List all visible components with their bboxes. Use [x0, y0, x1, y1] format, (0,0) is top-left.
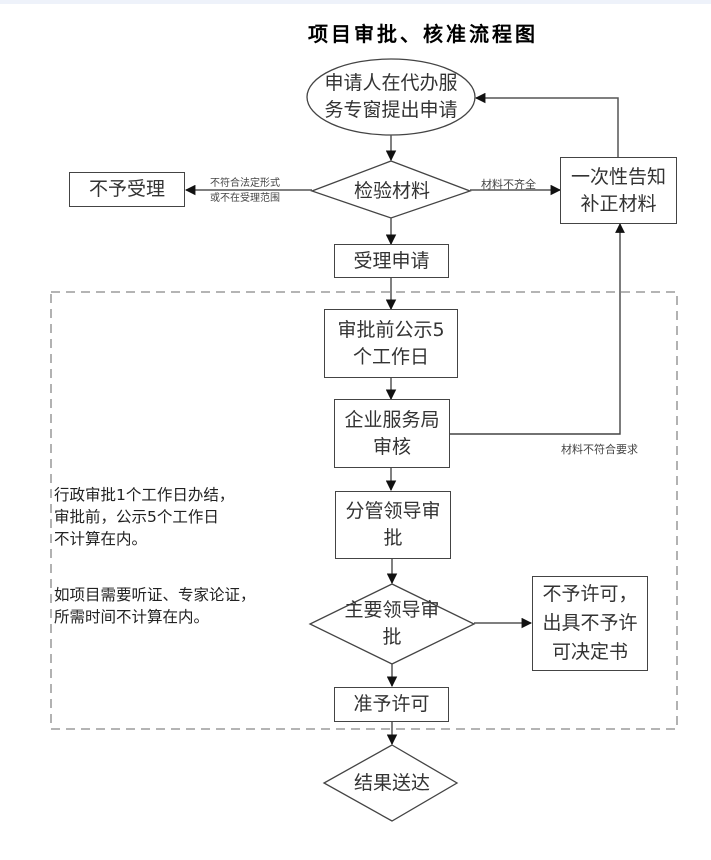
node-chief-line1: 主要领导审: [344, 599, 440, 621]
approval-stage-region: [50, 291, 678, 730]
node-deny-line1: 不予许可，: [542, 583, 638, 605]
top-strip: [0, 0, 711, 4]
node-supplement-line2: 补正材料: [580, 192, 657, 215]
node-bureau-line1: 企业服务局: [344, 408, 440, 431]
note-hearing: 如项目需要听证、专家论证， 所需时间不计算在内。: [54, 586, 256, 626]
node-accept-application: 受理申请: [334, 244, 449, 278]
node-supplement-line1: 一次性告知: [570, 165, 666, 188]
node-deny-line2: 出具不予许: [542, 612, 638, 634]
node-reject-acceptance: 不予受理: [69, 172, 185, 207]
node-apply: 申请人在代办服 务专窗提出申请: [312, 66, 470, 128]
edge-label-not-meet: 材料不符合要求: [561, 443, 638, 456]
node-bureau-review: 企业服务局 审核: [334, 399, 450, 468]
page-title: 项目审批、核准流程图: [308, 22, 538, 46]
node-bureau-line2: 审核: [372, 435, 411, 458]
edge-label-not-conform-line1: 不符合法定形式: [210, 178, 280, 189]
edge-label-incomplete: 材料不齐全: [481, 178, 536, 191]
node-approve-permit: 准予许可: [334, 687, 449, 722]
edge-supplement-to-apply: [474, 92, 619, 158]
node-deputy-approval: 分管领导审 批: [335, 491, 451, 559]
node-publicity: 审批前公示5 个工作日: [324, 309, 458, 378]
node-chief-line2: 批: [382, 626, 402, 648]
node-deputy-line2: 批: [383, 527, 403, 549]
node-apply-line1: 申请人在代办服: [324, 72, 458, 94]
edge-bureau-to-supplement: [450, 223, 625, 435]
edge-label-not-conform-line2: 或不在受理范围: [210, 193, 280, 204]
note-timing: 行政审批1个工作日办结， 审批前，公示5个工作日 不计算在内。: [54, 486, 235, 548]
node-publicity-line1: 审批前公示5: [337, 318, 445, 341]
node-supplement: 一次性告知 补正材料: [560, 157, 677, 224]
node-check-label: 检验材料: [353, 179, 430, 202]
node-deliver-result: 结果送达: [353, 771, 430, 794]
node-publicity-line2: 个工作日: [352, 345, 429, 368]
node-deny-line3: 可决定书: [551, 641, 628, 663]
node-deny-permit: 不予许可， 出具不予许 可决定书: [532, 576, 648, 671]
deliver-diamond: [322, 744, 459, 822]
node-apply-line2: 务专窗提出申请: [324, 99, 458, 121]
node-deputy-line1: 分管领导审: [345, 500, 441, 522]
node-chief-approval: 主要领导审 批: [334, 596, 450, 652]
